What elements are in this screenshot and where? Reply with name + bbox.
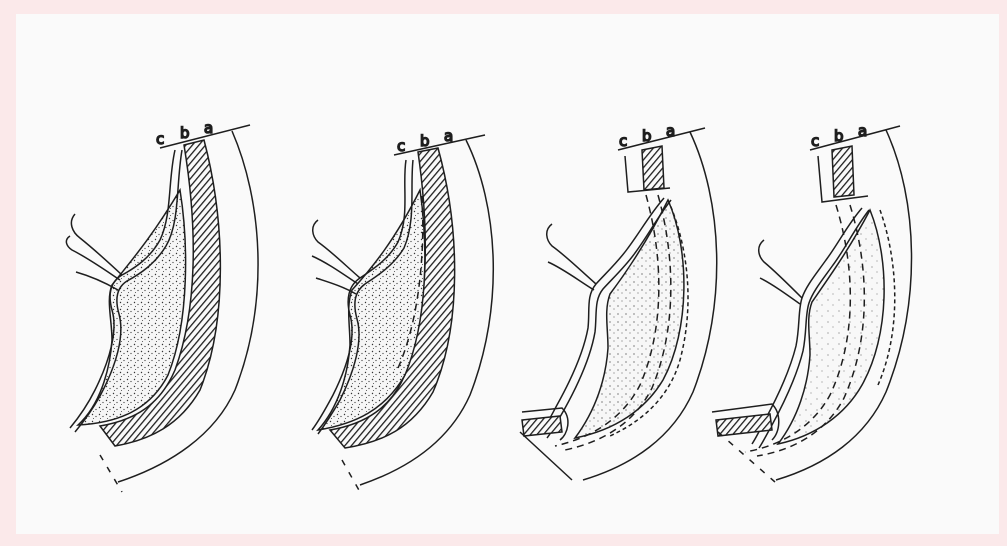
- panel-2-label-a: a: [444, 127, 453, 145]
- panel-3-hatched-stub-top: [642, 146, 664, 190]
- panel-2-fiber-3: [316, 278, 356, 294]
- panel-1-label-a: a: [204, 119, 213, 137]
- panel-4-label-a: a: [858, 122, 867, 140]
- panel-1-fiber-1: [71, 214, 122, 275]
- panel-2: c b a: [312, 127, 493, 492]
- panel-3: c b a: [520, 122, 717, 480]
- panel-4-label-b: b: [834, 127, 844, 145]
- panel-2-base-tick: [342, 460, 360, 492]
- panel-2-label-b: b: [420, 132, 430, 150]
- panel-1-fiber-2: [66, 236, 120, 280]
- panel-4-stippled-mass: [778, 210, 884, 444]
- panel-3-label-c: c: [619, 132, 627, 150]
- panel-4-hatched-stub-top: [832, 146, 854, 197]
- panel-3-base-line: [520, 432, 572, 480]
- panel-3-label-a: a: [666, 122, 675, 140]
- panel-4-label-c: c: [811, 132, 819, 150]
- panel-1: c b a: [66, 119, 258, 492]
- panel-4-hatched-stub-bottom: [716, 414, 772, 436]
- panel-4: c b a: [712, 122, 912, 482]
- panel-3-stippled-mass: [575, 200, 684, 438]
- panel-4-base-tick: [718, 432, 775, 482]
- panel-1-base-tick: [100, 455, 122, 492]
- panel-3-label-b: b: [642, 127, 652, 145]
- panel-4-reference-line: [810, 126, 900, 150]
- panel-1-label-c: c: [156, 130, 164, 148]
- panel-3-hatched-stub-bottom: [522, 416, 562, 436]
- panel-4-fiber-1: [759, 240, 802, 298]
- panel-1-label-b: b: [180, 124, 190, 142]
- panel-2-label-c: c: [397, 137, 405, 155]
